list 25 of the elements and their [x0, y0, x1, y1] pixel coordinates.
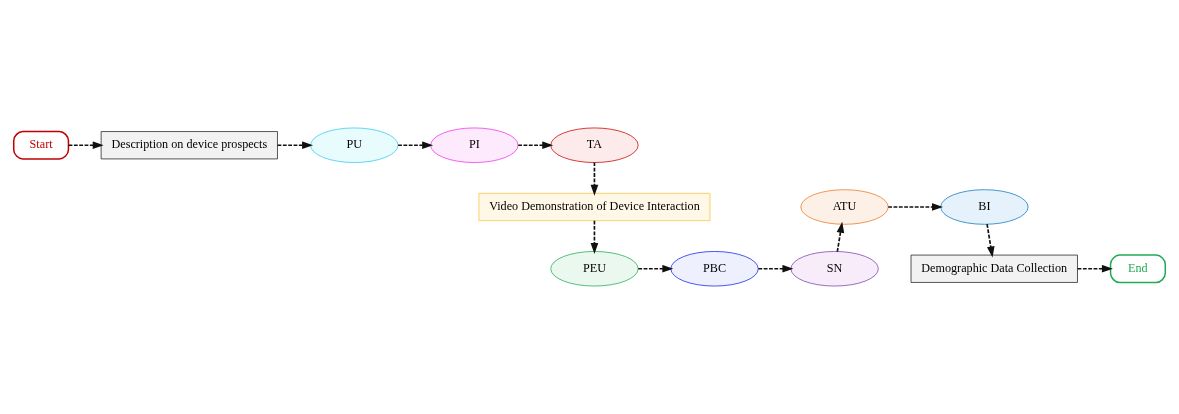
node-box: Video Demonstration of Device Interaction	[478, 192, 711, 222]
node-ellipse: PEU	[550, 251, 639, 287]
arrow	[397, 141, 434, 150]
node-ellipse: PI	[430, 127, 519, 163]
arrow	[276, 141, 314, 150]
node-ellipse: PBC	[670, 251, 759, 287]
node-box: Demographic Data Collection	[910, 254, 1078, 283]
node-ellipse: BI	[940, 189, 1029, 225]
node-box: Start	[12, 130, 70, 160]
arrow	[67, 141, 104, 150]
arrow	[887, 203, 943, 211]
node-box: End	[1109, 254, 1167, 284]
node-ellipse: ATU	[800, 189, 889, 225]
arrow	[590, 161, 599, 196]
arrow	[836, 221, 845, 253]
node-box: Description on device prospects	[100, 131, 278, 160]
arrow	[637, 264, 674, 273]
arrow	[590, 220, 599, 255]
node-ellipse: SN	[790, 251, 879, 287]
node-ellipse: PU	[310, 127, 399, 163]
arrow	[757, 264, 794, 273]
node-ellipse: TA	[550, 127, 639, 163]
arrow	[986, 223, 995, 258]
arrow	[517, 141, 554, 150]
arrow	[1076, 264, 1113, 273]
